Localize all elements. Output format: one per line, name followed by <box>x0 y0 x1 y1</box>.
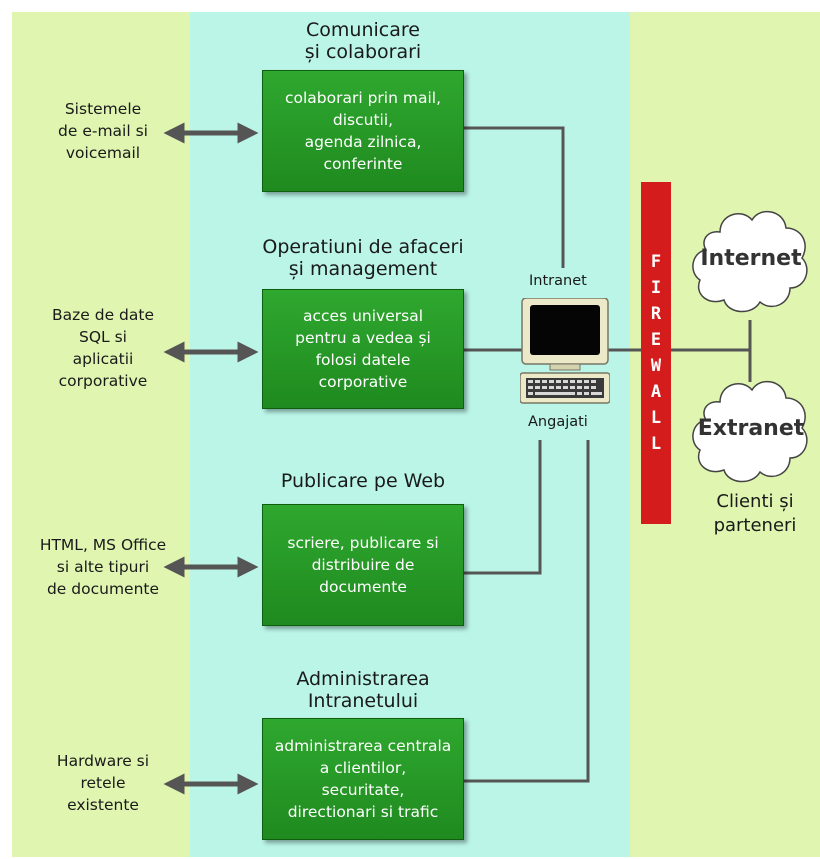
firewall-letter: R <box>650 304 662 324</box>
source-hardware: Hardware si retele existente <box>56 752 150 814</box>
source-email-systems: Sistemele de e-mail si voicemail <box>58 100 148 162</box>
title-web-publishing: Publicare pe Web <box>280 470 446 492</box>
box-web-publishing: scriere, publicare si distribuire de doc… <box>262 504 464 626</box>
box-communication: colaborari prin mail, discutii, agenda z… <box>262 70 464 192</box>
line-communication-intranet <box>464 126 565 268</box>
firewall-bar: F I R E W A L L <box>641 182 671 524</box>
computer-icon <box>519 297 611 408</box>
firewall-letter: W <box>650 356 662 376</box>
title-communication: Comunicare și colaborari <box>304 19 422 63</box>
source-documents: HTML, MS Office si alte tipuri de docume… <box>39 536 167 598</box>
box-operations: acces universal pentru a vedea și folosi… <box>262 289 464 409</box>
cloud-icon: Extranet <box>690 372 812 490</box>
firewall-letter: A <box>650 382 662 402</box>
intranet-label: Intranet <box>529 273 587 289</box>
firewall-letter: L <box>650 408 662 428</box>
firewall-letter: L <box>650 434 662 454</box>
clients-partners-label: Clienti și parteneri <box>713 491 797 536</box>
extranet-label: Extranet <box>697 416 805 441</box>
line-admin-intranet <box>464 440 590 783</box>
title-intranet-admin: Administrarea Intranetului <box>296 668 430 712</box>
employees-label: Angajati <box>528 414 588 430</box>
firewall-letter: E <box>650 330 662 350</box>
firewall-letter: F <box>650 252 662 272</box>
title-operations: Operatiuni de afaceri și management <box>262 236 464 280</box>
box-intranet-admin: administrarea centrala a clientilor, sec… <box>262 718 464 840</box>
source-databases: Baze de date SQL si aplicatii corporativ… <box>52 306 154 390</box>
line-web-intranet <box>464 440 542 575</box>
cloud-icon: Internet <box>690 202 812 320</box>
left-panel-background <box>12 12 190 857</box>
firewall-letter: I <box>650 278 662 298</box>
internet-label: Internet <box>700 246 802 271</box>
